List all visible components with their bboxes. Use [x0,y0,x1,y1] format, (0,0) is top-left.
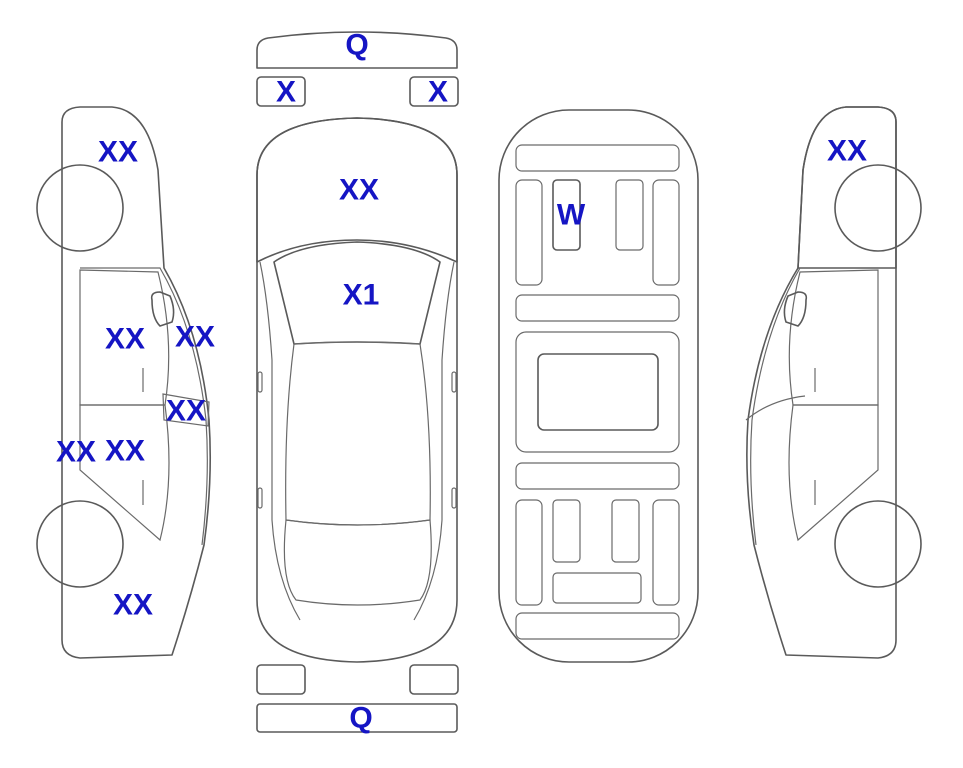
underbody-view [498,109,699,663]
underbody-rear-left-rail[interactable] [515,499,543,606]
underbody-front-right-rail[interactable] [652,179,680,286]
left-headlight-label: X [276,76,296,109]
top-left-side-line [259,261,301,621]
left-side-pillar-strip[interactable] [162,393,210,427]
left-side-mirror[interactable] [150,291,175,327]
left-side-view [36,106,212,659]
left-rocker-label: XX [56,436,96,469]
underbody-outline [498,109,699,663]
top-left-rear-handle[interactable] [257,487,263,509]
top-right-side-line [413,261,455,621]
right-headlight[interactable] [409,76,459,107]
right-front-fender[interactable] [797,106,897,269]
engine-component-label: W [557,199,586,232]
underbody-crossmember-1[interactable] [515,294,680,322]
left-a-pillar-label: XX [175,321,215,354]
top-left-front-handle[interactable] [257,371,263,393]
right-taillight[interactable] [409,664,459,695]
right-front-wheel [834,164,922,252]
front-bumper-label: Q [345,29,368,62]
underbody-front-bar[interactable] [515,144,680,172]
top-view [256,31,459,733]
underbody-rear-right-rail[interactable] [652,499,680,606]
right-side-pillar-line [745,395,806,421]
rear-bumper-label: Q [349,702,372,735]
right-side-body[interactable] [746,106,897,659]
left-side-door-rear[interactable] [79,404,170,542]
left-taillight[interactable] [256,664,306,695]
roof [285,341,431,526]
engine-component[interactable] [552,179,581,251]
right-side-view [745,106,922,659]
right-headlight-label: X [428,76,448,109]
right-side-door-rear[interactable] [788,404,879,542]
left-front-wheel [36,164,124,252]
right-side-glass-line [750,267,878,546]
underbody-crossmember-2[interactable] [515,462,680,490]
left-mirror-panel-label: XX [166,395,206,428]
left-rear-door-label: XX [105,435,145,468]
left-front-fender-label: XX [98,136,138,169]
left-front-door-label: XX [105,323,145,356]
underbody-front-left-rail[interactable] [515,179,543,286]
rear-window [283,519,432,606]
hood-label: XX [339,174,379,207]
left-headlight[interactable] [256,76,306,107]
underbody-front-right-part[interactable] [615,179,644,251]
left-rear-quarter-label: XX [113,589,153,622]
hood[interactable] [256,117,458,263]
underbody-rear-right-part[interactable] [611,499,640,563]
rear-bumper[interactable] [256,703,458,733]
top-right-front-handle[interactable] [451,371,457,393]
front-bumper[interactable] [256,31,458,69]
underbody-rear-bar[interactable] [515,612,680,640]
underbody-rear-tank[interactable] [552,572,642,604]
damage-labels: Q X X XX X1 Q W XX XX XX XX XX XX XX XX [56,29,867,735]
right-side-mirror[interactable] [783,291,808,327]
left-rear-wheel [36,500,124,588]
right-side-door-front[interactable] [788,269,879,406]
left-side-body[interactable] [61,106,212,659]
right-rear-wheel [834,500,922,588]
underbody-rear-left-part[interactable] [552,499,581,563]
top-right-rear-handle[interactable] [451,487,457,509]
windshield-label: X1 [343,279,380,312]
right-front-fender-label: XX [827,135,867,168]
underbody-floor-pan[interactable] [537,353,659,431]
left-side-glass-line [80,267,208,546]
underbody-floor-frame[interactable] [515,331,680,453]
